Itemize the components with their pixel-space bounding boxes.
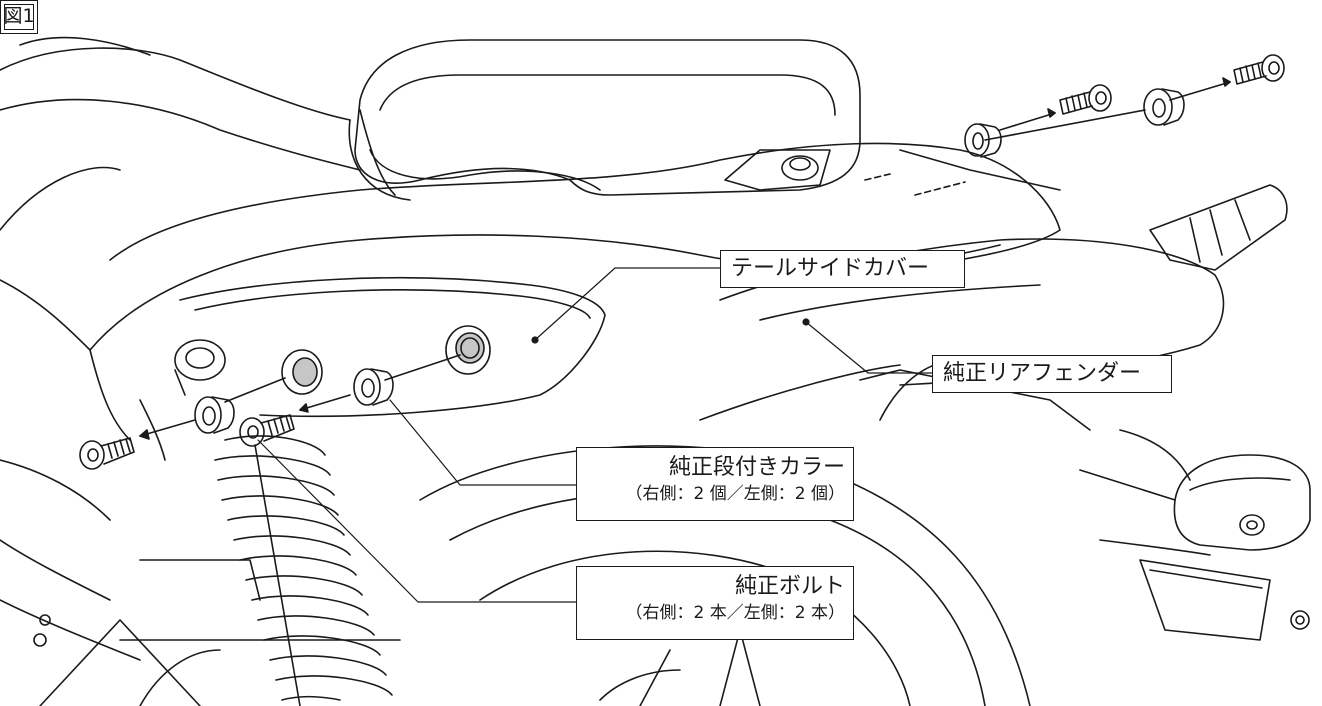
assembly-arrows — [139, 77, 1231, 440]
bolt-left-1 — [79, 437, 135, 470]
label-bolt-note: （右側：2 本／左側：2 本） — [625, 603, 845, 623]
figure-tag: 図1 — [0, 0, 38, 34]
pillion-seat — [348, 39, 861, 201]
rear-shock-spring — [214, 435, 393, 706]
rider-seat — [0, 36, 361, 231]
collar-left-2 — [353, 368, 394, 406]
label-tail-side-cover: テールサイドカバー — [720, 250, 965, 288]
label-tail-side-cover-text: テールサイドカバー — [731, 256, 930, 281]
left-frame — [0, 279, 226, 521]
tail-light-unit — [1079, 429, 1311, 641]
label-bolt-title: 純正ボルト — [734, 574, 845, 599]
label-bolt: 純正ボルト （右側：2 本／左側：2 本） — [576, 566, 854, 640]
bolt-right-2 — [1233, 54, 1285, 85]
label-collar: 純正段付きカラー （右側：2 個／左側：2 個） — [576, 447, 854, 521]
collar-right-2 — [1143, 88, 1185, 126]
frame-lower — [0, 539, 401, 706]
label-rear-fender-text: 純正リアフェンダー — [943, 361, 1142, 386]
cover-mount-holes — [281, 325, 491, 395]
label-rear-fender: 純正リアフェンダー — [932, 355, 1172, 393]
leader-lines — [257, 267, 933, 603]
bolt-right-1 — [1059, 84, 1112, 115]
seat-mount — [724, 149, 831, 191]
label-collar-title: 純正段付きカラー — [668, 455, 845, 480]
label-collar-note: （右側：2 個／左側：2 個） — [625, 484, 845, 504]
turn-signal-upper — [1149, 184, 1288, 271]
collar-left-1 — [194, 396, 235, 434]
bolt-left-2 — [239, 414, 295, 447]
